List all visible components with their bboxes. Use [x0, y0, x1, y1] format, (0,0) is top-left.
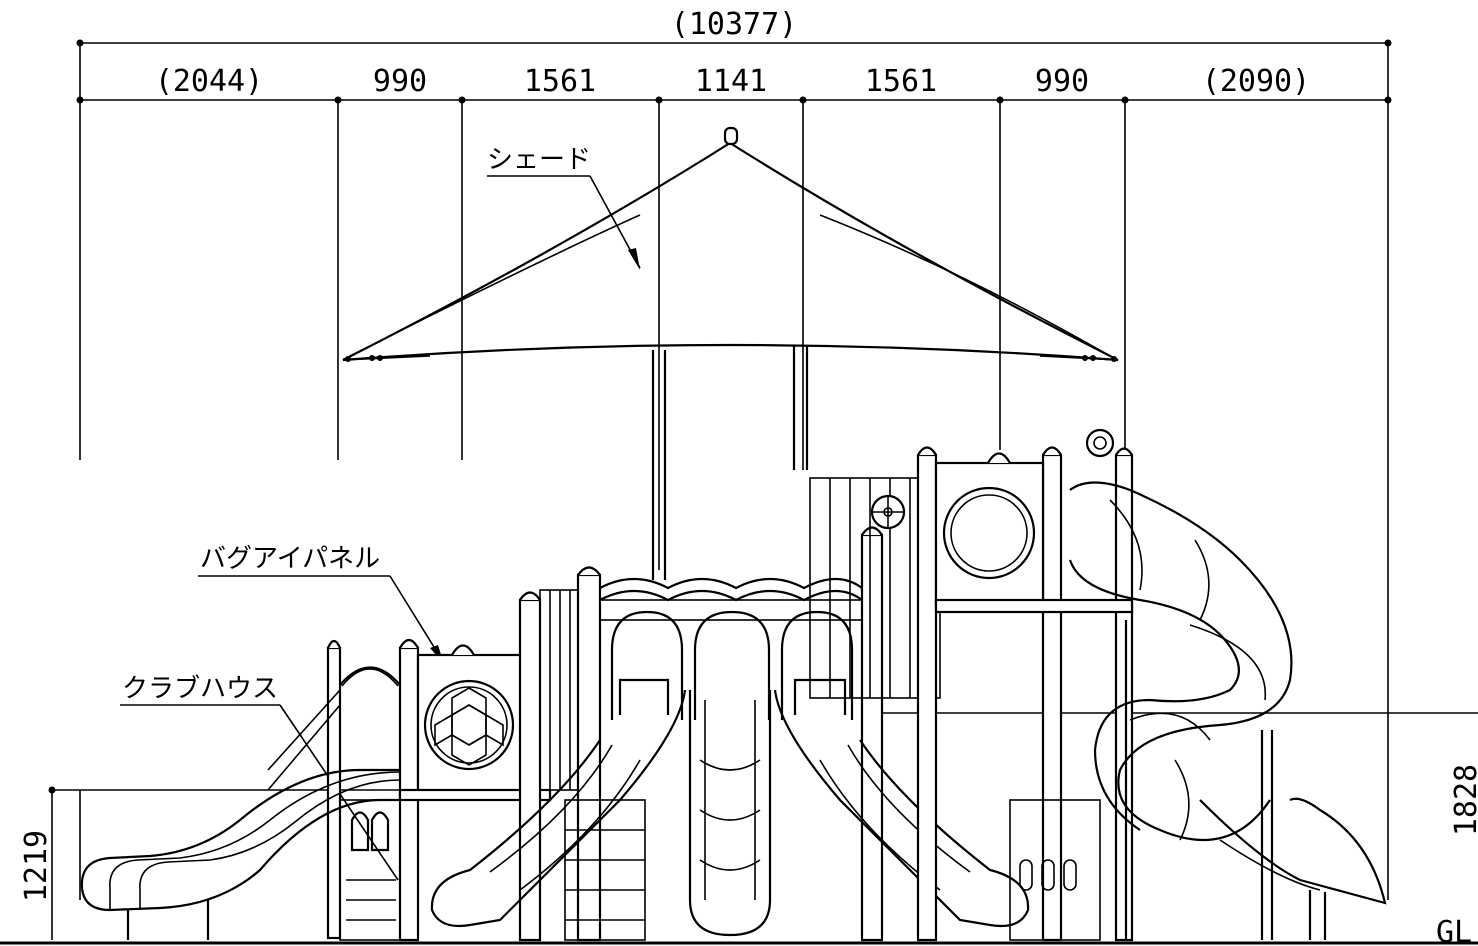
bug-eye-panel-label: バグアイパネル	[200, 544, 380, 574]
right-height-text: 1828	[1449, 764, 1478, 836]
dimension-segment-1: (2044)	[155, 64, 263, 99]
overall-dimension: (10377)	[76, 7, 1392, 47]
dimension-segment-5: 1561	[865, 64, 937, 99]
right-height-dimension: 1828 GL	[880, 712, 1478, 946]
left-tower	[80, 589, 581, 942]
dimension-segment-4: 1141	[695, 64, 767, 99]
club-house-label: クラブハウス	[122, 674, 278, 704]
shade-canopy	[342, 126, 1119, 580]
dimension-segment-6: 990	[1035, 64, 1089, 99]
shade-label: シェード	[487, 145, 591, 175]
left-height-dimension: 1219	[19, 786, 400, 940]
bug-eye-panel-callout: バグアイパネル	[198, 544, 444, 664]
dimension-segment-2: 990	[373, 64, 427, 99]
dimension-segment-7: (2090)	[1202, 64, 1310, 99]
left-height-text: 1219	[19, 830, 54, 902]
right-tower	[809, 428, 1387, 942]
overall-dimension-text: (10377)	[671, 7, 797, 42]
ground-level-text: GL	[1436, 915, 1472, 946]
shade-callout: シェード	[487, 145, 641, 270]
extension-lines	[79, 43, 1389, 900]
dimension-segment-3: 1561	[524, 64, 596, 99]
segment-dimensions: (2044) 990 1561 1141 1561 990 (2090)	[76, 64, 1392, 104]
